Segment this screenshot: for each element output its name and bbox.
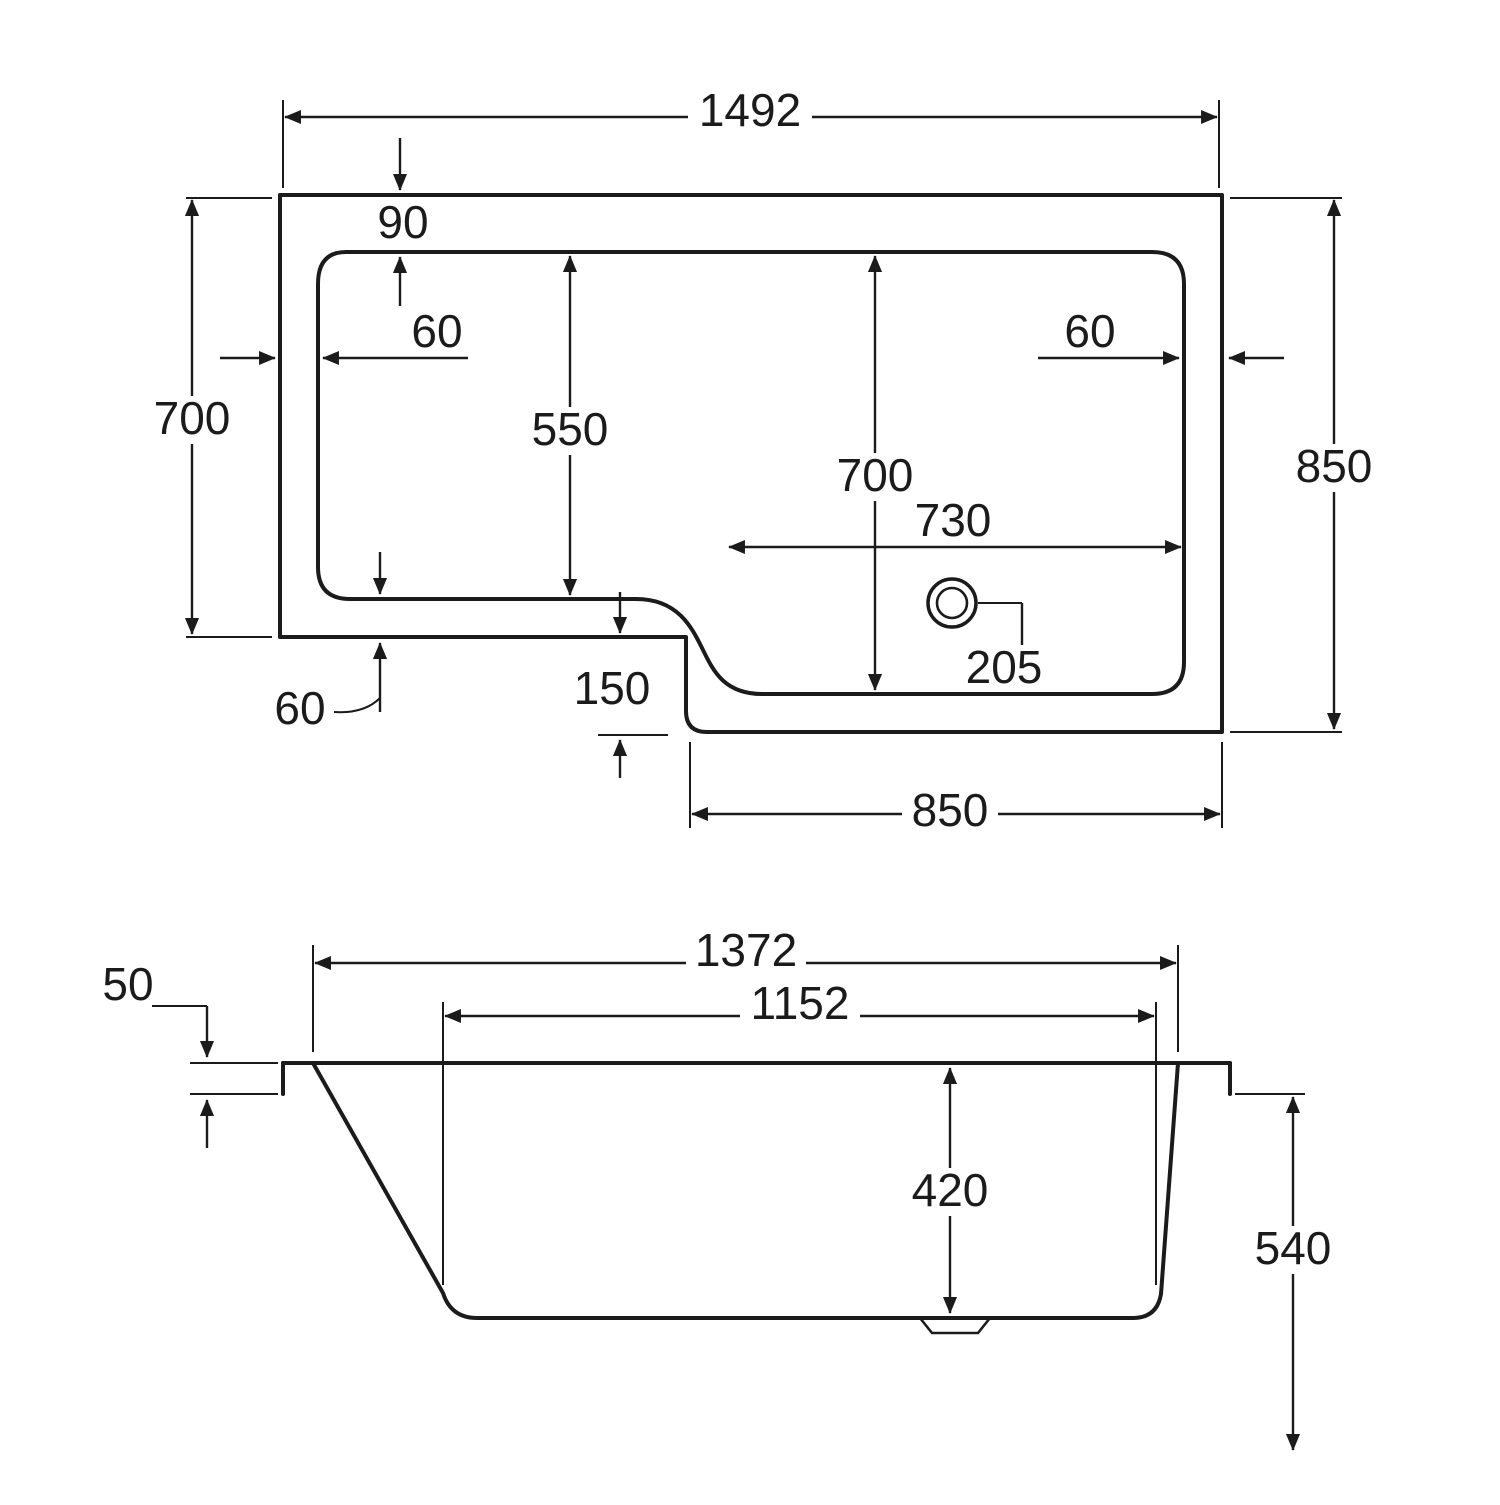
dim-plan-inner-left-depth: 550 (526, 255, 614, 596)
bath-outer-outline (278, 193, 1224, 734)
dim-label: 150 (574, 662, 651, 714)
label-mask (688, 86, 812, 134)
dim-plan-overall-width: 1492 (282, 84, 1220, 188)
dim-label: 1152 (751, 977, 850, 1029)
dim-plan-right-rim: 60 (1038, 305, 1284, 366)
extension-line (190, 1062, 278, 1095)
dim-plan-left-depth: 700 (148, 197, 272, 638)
label-mask (902, 788, 998, 834)
side-drain (918, 1317, 992, 1335)
dim-plan-step: 150 (568, 592, 668, 778)
dim-label: 50 (102, 958, 153, 1010)
dim-label: 540 (1255, 1222, 1332, 1274)
dim-plan-bottom-left-rim: 60 (274, 552, 388, 734)
dim-label: 60 (411, 305, 462, 357)
dim-label: 1372 (695, 924, 797, 976)
extension-line (689, 742, 1223, 828)
dim-plan-top-rim: 90 (377, 138, 429, 306)
dim-label: 205 (966, 641, 1043, 693)
label-mask (958, 645, 1050, 691)
dim-plan-inner-shower-width: 730 (728, 494, 1182, 555)
dim-plan-shower-end-width: 850 (689, 742, 1223, 836)
label-mask (1290, 444, 1378, 492)
label-mask (526, 407, 614, 455)
tub-profile (311, 1061, 1180, 1320)
dim-label: 1492 (699, 84, 801, 136)
dim-plan-left-rim: 60 (220, 305, 468, 366)
extension-line (186, 197, 272, 638)
dim-label: 60 (274, 682, 325, 734)
extension-line (312, 945, 1179, 1052)
label-mask (831, 453, 919, 501)
side-view: 1372 1152 50 420 540 (102, 924, 1337, 1451)
dim-side-top-width: 1372 (312, 924, 1179, 1052)
extension-line (1230, 197, 1342, 733)
leader-line (333, 697, 381, 714)
dim-label: 700 (837, 449, 914, 501)
dim-side-inner-depth: 420 (906, 1067, 994, 1314)
drain-inner-ring (935, 586, 969, 620)
dim-label: 550 (532, 403, 609, 455)
dim-label: 730 (915, 494, 992, 546)
dim-side-rim-height: 50 (102, 958, 278, 1148)
dim-label: 850 (1296, 440, 1373, 492)
extension-line (282, 100, 1220, 188)
dim-label: 90 (377, 196, 428, 248)
dim-label: 700 (154, 392, 231, 444)
label-mask (740, 981, 860, 1029)
label-mask (148, 396, 236, 444)
extension-line (442, 1002, 1157, 1285)
dim-plan-drain-offset: 205 (958, 602, 1050, 693)
bath-inner-outline (316, 250, 1186, 696)
dim-side-overall-height: 540 (1235, 1093, 1337, 1451)
dim-label: 60 (1064, 305, 1115, 357)
label-mask (686, 928, 806, 976)
label-mask (568, 666, 656, 712)
dim-label: 420 (912, 1164, 989, 1216)
plan-view: 1492 90 60 60 700 (148, 84, 1378, 836)
dim-plan-inner-right-depth: 700 (831, 255, 919, 691)
label-mask (1249, 1226, 1337, 1274)
dim-label: 850 (912, 784, 989, 836)
label-mask (906, 1168, 994, 1216)
drain-outer-ring (926, 577, 978, 629)
dim-plan-right-depth: 850 (1230, 197, 1378, 733)
dim-side-inner-length: 1152 (442, 977, 1157, 1285)
